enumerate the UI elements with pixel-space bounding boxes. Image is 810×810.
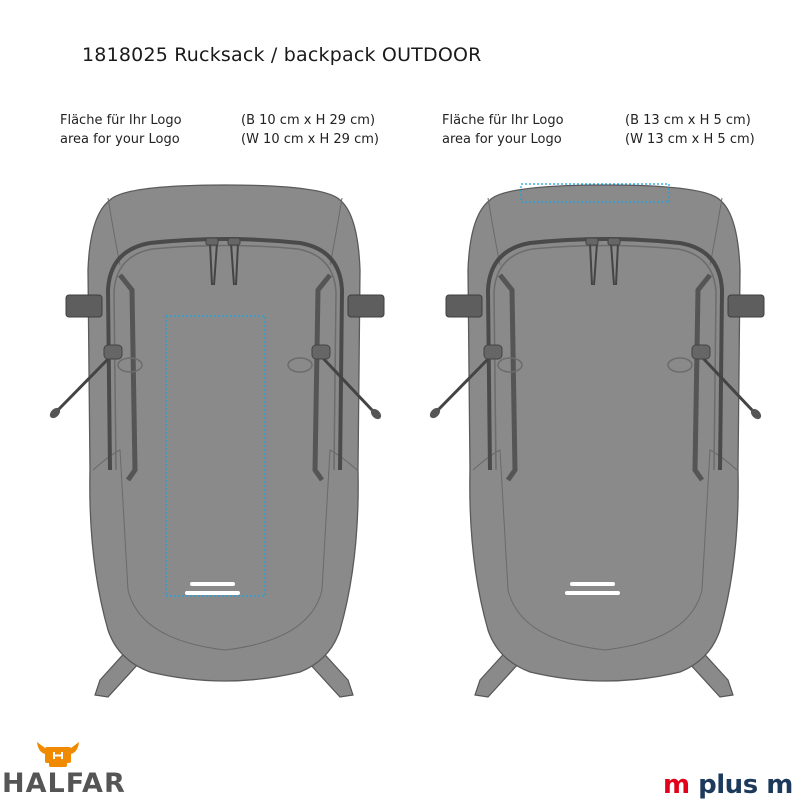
logo-size-right: (B 13 cm x H 5 cm) (W 13 cm x H 5 cm)	[625, 111, 755, 149]
label-de: Fläche für Ihr Logo	[442, 113, 564, 128]
logo-area-label-left: Fläche für Ihr Logo area for your Logo	[60, 111, 182, 149]
backpack-front-left	[48, 185, 384, 697]
page-title: 1818025 Rucksack / backpack OUTDOOR	[82, 44, 482, 66]
size-en: (W 10 cm x H 29 cm)	[241, 132, 379, 147]
logo-area-marker-top	[520, 183, 670, 203]
label-en: area for your Logo	[60, 132, 180, 147]
size-de: (B 10 cm x H 29 cm)	[241, 113, 376, 128]
backpack-front-right	[428, 185, 764, 697]
mplusm-plus: plus	[698, 770, 758, 800]
size-en: (W 13 cm x H 5 cm)	[625, 132, 755, 147]
label-de: Fläche für Ihr Logo	[60, 113, 182, 128]
mplusm-m2: m	[766, 770, 793, 800]
label-en: area for your Logo	[442, 132, 562, 147]
logo-area-marker-front	[165, 315, 266, 597]
size-de: (B 13 cm x H 5 cm)	[625, 113, 751, 128]
logo-area-label-right: Fläche für Ihr Logo area for your Logo	[442, 111, 564, 149]
mplusm-brand: m plus m	[663, 770, 793, 800]
mplusm-m1: m	[663, 770, 690, 800]
logo-size-left: (B 10 cm x H 29 cm) (W 10 cm x H 29 cm)	[241, 111, 379, 149]
halfar-logo-icon	[37, 742, 79, 767]
halfar-brand: HALFAR	[2, 768, 126, 799]
